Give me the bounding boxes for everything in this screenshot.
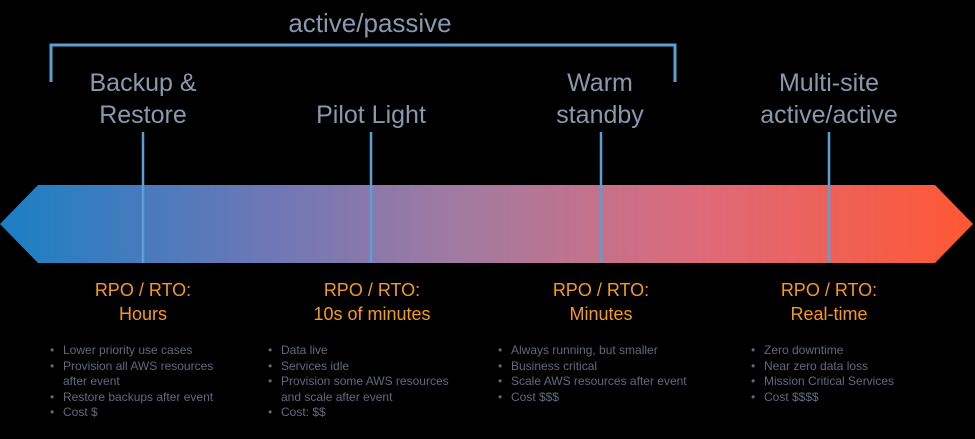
list-item: Services idle (268, 359, 449, 375)
bullets-warm-standby: Always running, but smaller Business cri… (498, 343, 687, 405)
list-item: Restore backups after event (50, 390, 213, 406)
list-item: Provision all AWS resources (50, 359, 213, 375)
strategy-title-warm-standby: Warm standby (556, 69, 644, 129)
list-item: Scale AWS resources after event (498, 374, 687, 390)
list-item: Always running, but smaller (498, 343, 687, 359)
bullets-backup-restore: Lower priority use cases Provision all A… (50, 343, 213, 421)
list-item: Near zero data loss (751, 359, 894, 375)
active-passive-bracket (49, 43, 677, 82)
rpo-rto-backup-restore: RPO / RTO: Hours (94, 280, 192, 324)
list-item: Business critical (498, 359, 687, 375)
list-item: after event (63, 374, 120, 388)
bullets-multi-site: Zero downtime Near zero data loss Missio… (751, 343, 894, 405)
strategy-title-backup-restore: Backup & Restore (89, 69, 197, 129)
list-item: Cost $ (50, 405, 213, 421)
strategy-title-pilot-light: Pilot Light (316, 101, 426, 129)
rpo-rto-multi-site: RPO / RTO: Real-time (780, 280, 878, 324)
active-passive-label: active/passive (288, 8, 452, 38)
list-item: Zero downtime (751, 343, 894, 359)
bullets-pilot-light: Data live Services idle Provision some A… (268, 343, 449, 421)
arrow-body (0, 185, 973, 263)
list-item: and scale after event (281, 389, 393, 404)
list-item: Cost $$$ (498, 390, 687, 406)
list-item: Lower priority use cases (50, 343, 213, 359)
strategy-title-multi-site: Multi-site active/active (760, 69, 898, 129)
list-item: Cost $$$$ (751, 390, 894, 406)
list-item: Mission Critical Services (751, 374, 894, 390)
rpo-rto-warm-standby: RPO / RTO: Minutes (552, 280, 650, 324)
list-item: Data live (268, 343, 449, 359)
list-item: Cost: $$ (268, 405, 449, 421)
list-item: Provision some AWS resources (268, 374, 449, 390)
rpo-rto-pilot-light: RPO / RTO: 10s of minutes (313, 280, 431, 324)
